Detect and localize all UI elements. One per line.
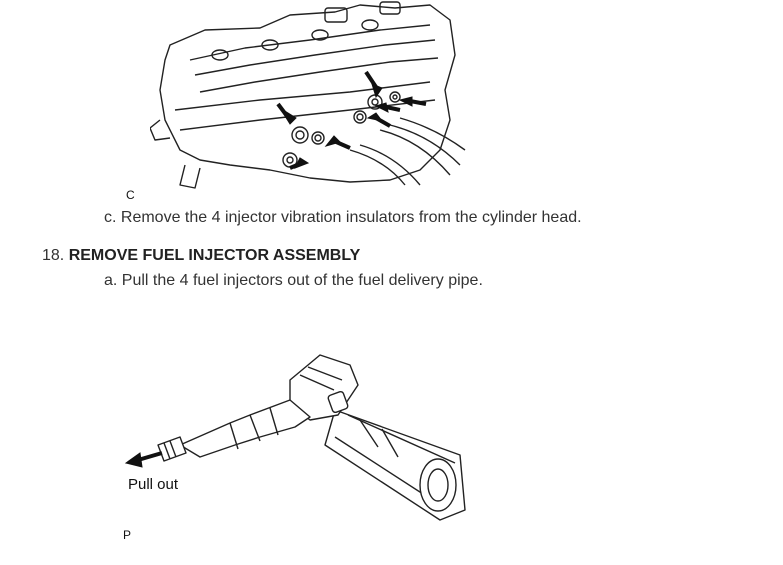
step-c-text: c. Remove the 4 injector vibration insul… — [104, 209, 582, 226]
pull-out-callout: Pull out — [128, 476, 179, 493]
section-number: 18. — [42, 247, 65, 264]
figure-code-c: C — [126, 188, 135, 202]
step-a-text: a. Pull the 4 fuel injectors out of the … — [104, 272, 483, 289]
section-title: REMOVE FUEL INJECTOR ASSEMBLY — [68, 247, 361, 264]
section-heading: 18. REMOVE FUEL INJECTOR ASSEMBLY — [42, 247, 360, 265]
figure-code-p: P — [123, 528, 132, 542]
